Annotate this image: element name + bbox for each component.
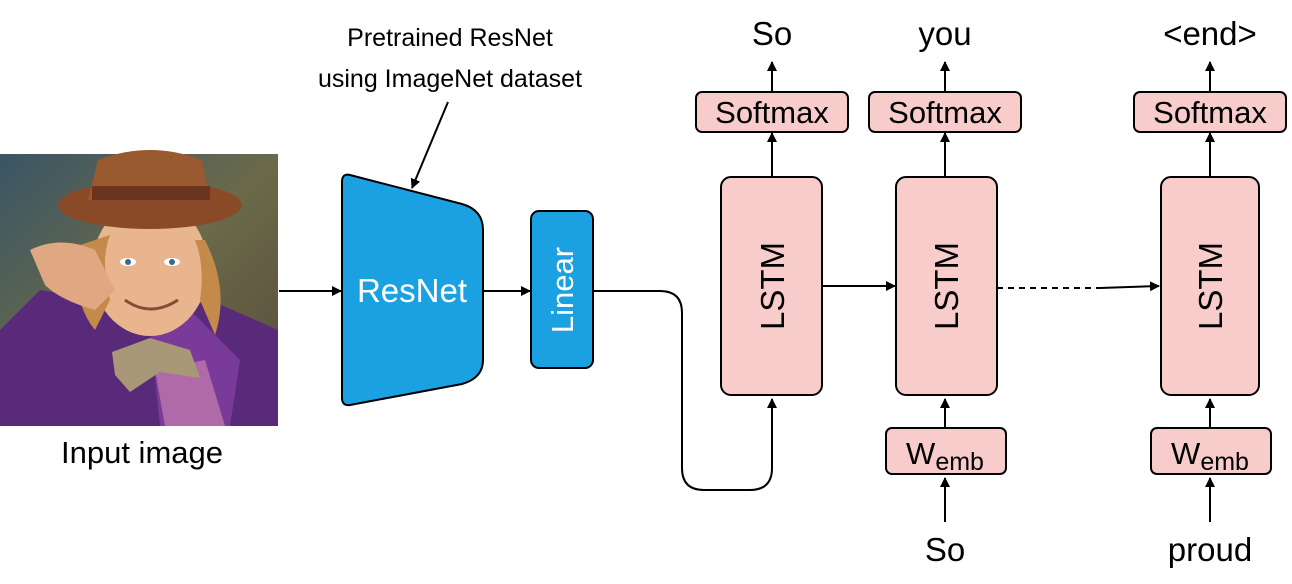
softmax-box-3-label: Softmax <box>1153 95 1267 130</box>
linear-label: Linear <box>545 247 580 333</box>
lstm-cell-3-label: LSTM <box>1192 242 1229 330</box>
output-word-2: you <box>918 15 971 52</box>
annotation-line-1: Pretrained ResNet <box>347 24 553 52</box>
resnet-label: ResNet <box>357 272 467 309</box>
linear-block <box>530 210 594 369</box>
arrow-linear-to-lstm-1 <box>593 290 777 491</box>
output-word-1: So <box>752 15 792 52</box>
input-image-caption: Input image <box>61 435 223 470</box>
annotation-line-2: using ImageNet dataset <box>318 65 582 93</box>
input-word-3: proud <box>1168 531 1252 568</box>
arrow-to-lstm-3 <box>1099 281 1160 292</box>
embedding-box-3-label: Wemb <box>1171 436 1249 476</box>
input-image <box>0 150 278 426</box>
output-word-3: <end> <box>1163 15 1257 52</box>
softmax-box-2-label: Softmax <box>888 95 1002 130</box>
lstm-cell-2 <box>895 176 998 396</box>
lstm-cell-1-label: LSTM <box>754 242 791 330</box>
input-word-2: So <box>925 531 965 568</box>
resnet-block <box>341 173 484 407</box>
softmax-box-1-label: Softmax <box>715 95 829 130</box>
embedding-box-2-label: Wemb <box>906 436 984 476</box>
annotation-arrow <box>410 101 449 189</box>
lstm-cell-2-label: LSTM <box>928 242 965 330</box>
